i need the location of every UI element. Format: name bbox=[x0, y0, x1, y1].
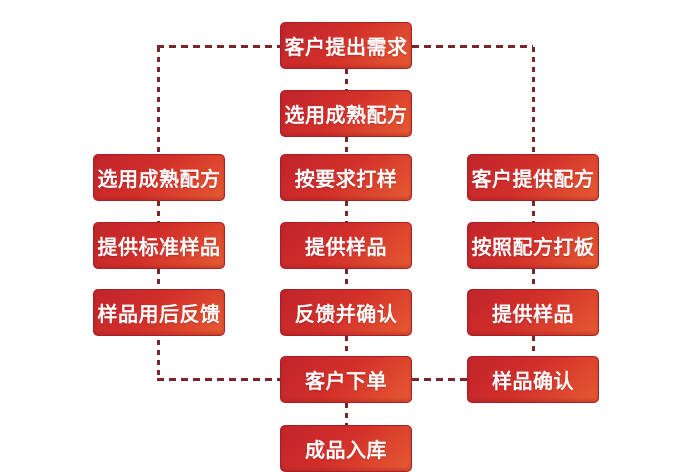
connector-left-step-1-2 bbox=[157, 201, 160, 222]
connector-mid-step-3-4 bbox=[345, 201, 348, 222]
connector-left-branch-down bbox=[157, 47, 160, 154]
flow-node-feedback-and-confirm: 反馈并确认 bbox=[280, 289, 412, 336]
connector-right-step-3-4 bbox=[532, 336, 535, 356]
flow-node-sample-per-request: 按要求打样 bbox=[280, 154, 412, 201]
connector-mid-step-5-6 bbox=[345, 336, 348, 356]
connector-top-to-right-branch bbox=[412, 45, 533, 48]
flow-node-provide-sample-right: 提供样品 bbox=[467, 289, 599, 336]
flow-node-customer-order: 客户下单 bbox=[280, 356, 412, 403]
connector-left-branch-to-order bbox=[157, 378, 280, 381]
connector-right-step-2-3 bbox=[532, 269, 535, 289]
connector-right-step-1-2 bbox=[532, 201, 535, 222]
flow-node-make-per-formula: 按照配方打板 bbox=[467, 222, 599, 269]
connector-mid-step-2-3 bbox=[345, 137, 348, 154]
connector-left-step-3-down bbox=[157, 340, 160, 379]
flow-node-select-mature-formula-left: 选用成熟配方 bbox=[93, 154, 225, 201]
flow-node-feedback-after-use: 样品用后反馈 bbox=[93, 289, 225, 336]
flow-node-provide-standard-sample: 提供标准样品 bbox=[93, 222, 225, 269]
flow-node-provide-sample-mid: 提供样品 bbox=[280, 222, 412, 269]
connector-mid-step-6-7 bbox=[345, 403, 348, 425]
connector-top-to-left-branch bbox=[157, 45, 280, 48]
flow-node-sample-confirmation: 样品确认 bbox=[467, 356, 599, 403]
connector-left-step-2-3 bbox=[157, 269, 160, 289]
flow-node-customer-request: 客户提出需求 bbox=[280, 22, 412, 69]
flow-node-customer-provides-formula: 客户提供配方 bbox=[467, 154, 599, 201]
connector-order-to-sample-confirmation bbox=[412, 378, 467, 381]
flow-node-select-mature-formula: 选用成熟配方 bbox=[280, 90, 412, 137]
connector-mid-step-1-2 bbox=[345, 69, 348, 90]
connector-mid-step-4-5 bbox=[345, 269, 348, 289]
flow-node-finished-goods-storage: 成品入库 bbox=[280, 425, 412, 472]
connector-right-branch-down bbox=[532, 47, 535, 154]
